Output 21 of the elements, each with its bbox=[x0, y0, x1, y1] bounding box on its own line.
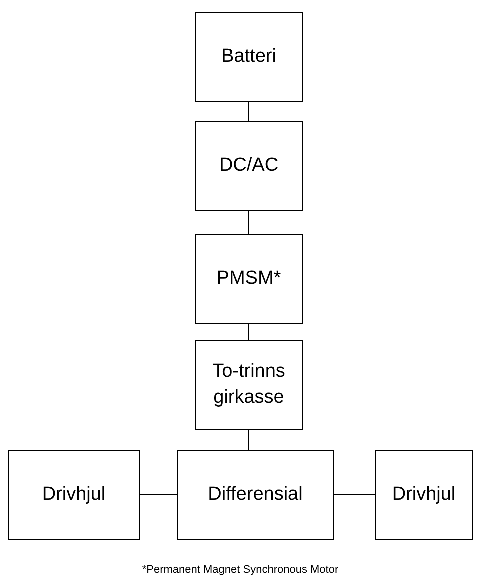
connector-line bbox=[248, 102, 250, 122]
process-box bbox=[195, 340, 303, 430]
box-label: DC/AC bbox=[219, 154, 279, 178]
connector-line bbox=[248, 324, 250, 340]
process-box bbox=[177, 450, 334, 540]
box-label: Drivhjul bbox=[392, 483, 456, 508]
box-label: Differensial bbox=[208, 483, 303, 508]
connector-line bbox=[334, 494, 376, 496]
process-box bbox=[8, 450, 140, 540]
process-box bbox=[195, 121, 303, 211]
process-box bbox=[195, 234, 303, 324]
connector-line bbox=[248, 430, 250, 450]
connector-line bbox=[140, 494, 178, 496]
caption: *Permanent Magnet Synchronous Motor bbox=[141, 564, 340, 576]
box-label: Drivhjul bbox=[42, 483, 106, 508]
connector-line bbox=[248, 210, 250, 234]
process-box bbox=[195, 12, 303, 102]
process-box bbox=[375, 450, 473, 540]
box-label: PMSM* bbox=[216, 267, 282, 292]
box-label: To-trinns girkasse bbox=[212, 360, 286, 410]
box-label: Batteri bbox=[222, 45, 276, 70]
